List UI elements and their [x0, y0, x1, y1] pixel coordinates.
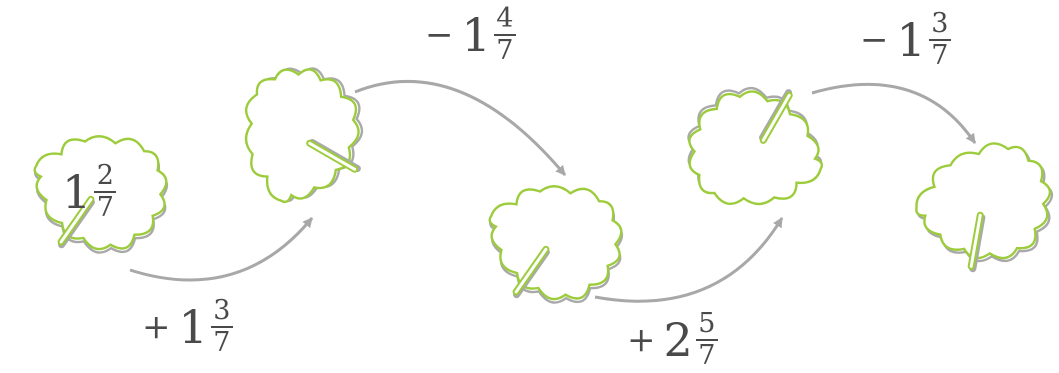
fraction-bar [695, 339, 718, 342]
fraction-bar [94, 191, 117, 194]
curved-arrow-icon [129, 217, 314, 282]
step-numerator: 3 [931, 8, 949, 39]
step-label-3: + 2 5 7 [627, 308, 718, 372]
step-denominator: 7 [213, 327, 231, 359]
step-sign: − [860, 20, 889, 61]
fraction-bar [928, 39, 951, 42]
step-fraction: 3 7 [928, 8, 951, 72]
step-denominator: 7 [496, 35, 514, 67]
curved-arrow-icon [811, 82, 977, 144]
step-numerator: 5 [698, 308, 716, 339]
step-numerator: 4 [496, 3, 514, 34]
step-denominator: 7 [698, 340, 716, 372]
start-denominator: 7 [96, 192, 114, 224]
step-numerator: 3 [213, 295, 231, 326]
fraction-bar [210, 326, 233, 329]
step-label-4: − 1 3 7 [860, 8, 951, 72]
step-label-1: + 1 3 7 [142, 295, 233, 359]
step-whole: 2 [663, 313, 693, 368]
step-sign: − [425, 15, 454, 56]
step-fraction: 3 7 [210, 295, 233, 359]
maple-leaf-icon [667, 59, 846, 236]
maple-leaf-icon [462, 152, 644, 333]
curved-arrow-icon [594, 217, 784, 303]
start-value: 1 2 7 [62, 160, 117, 224]
start-whole: 1 [62, 165, 92, 220]
step-fraction: 4 7 [493, 3, 516, 67]
step-denominator: 7 [931, 40, 949, 72]
fraction-bar [493, 34, 516, 37]
step-fraction: 5 7 [695, 308, 718, 372]
step-whole: 1 [461, 8, 491, 63]
start-fraction: 2 7 [94, 160, 117, 224]
step-sign: + [142, 307, 171, 348]
curved-arrow-icon [354, 79, 567, 176]
step-sign: + [627, 320, 656, 361]
step-whole: 1 [178, 300, 208, 355]
maple-leaf-icon [214, 47, 391, 226]
step-label-2: − 1 4 7 [425, 3, 516, 67]
maple-leaf-icon [907, 132, 1059, 281]
start-numerator: 2 [96, 160, 114, 191]
step-whole: 1 [896, 13, 926, 68]
